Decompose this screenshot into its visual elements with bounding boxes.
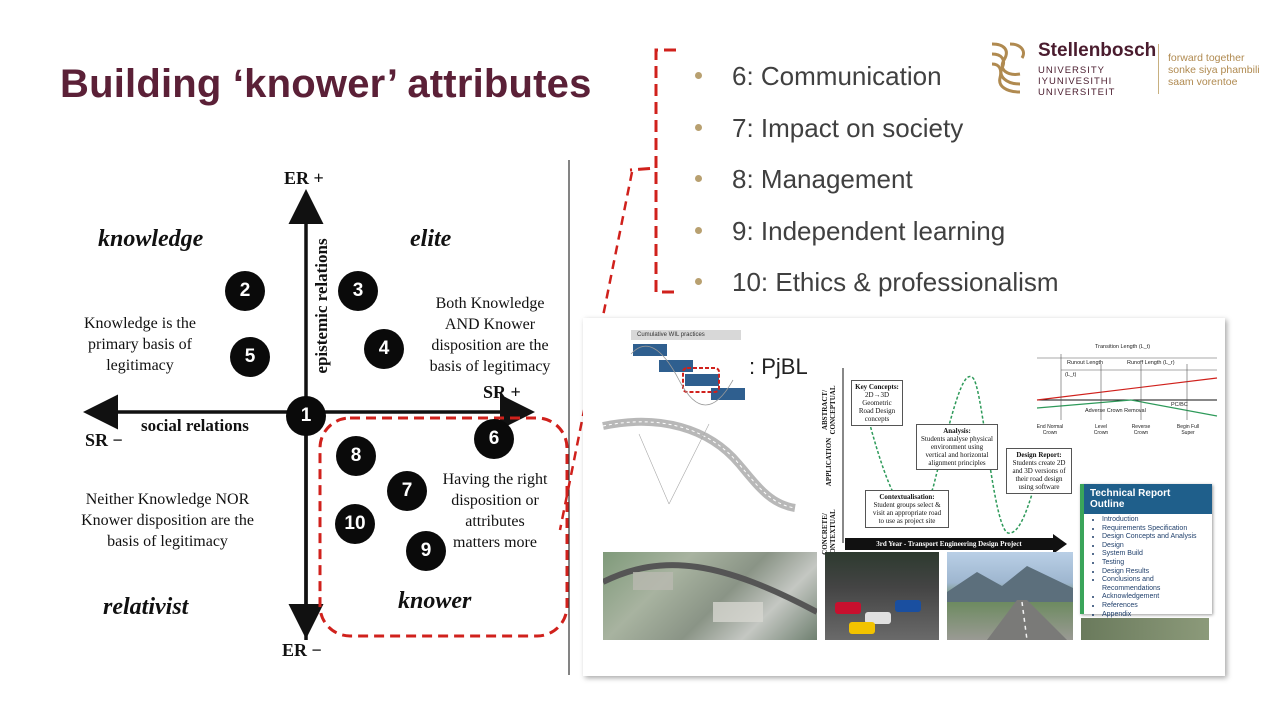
bullet-icon [695, 71, 702, 79]
road-photo [947, 552, 1073, 640]
quadrant-elite: elite [410, 226, 452, 252]
wil-diagram [630, 344, 745, 406]
attribute-circle-1: 1 [286, 396, 326, 436]
pjbl-panel: Cumulative WIL practices : PjBL ABSTRACT… [583, 318, 1225, 676]
logo-divider [1158, 44, 1159, 94]
mountain-road-image [947, 566, 1073, 640]
bullet-icon [695, 123, 702, 131]
logo-tagline: forward together sonke siya phambili saa… [1168, 52, 1260, 88]
attribute-item: 8: Management [695, 164, 913, 195]
attribute-circle-7: 7 [387, 471, 427, 511]
attribute-bracket [629, 48, 676, 294]
transition-diagram: Transition Length (L_t) Runout Length Ru… [1031, 344, 1219, 440]
wil-title: Cumulative WIL practices [631, 330, 741, 340]
stellenbosch-crest-icon [991, 42, 1025, 94]
attribute-circle-9: 9 [406, 531, 446, 571]
report-items: Introduction Requirements Specification … [1084, 514, 1212, 619]
bullet-icon [695, 277, 702, 285]
logo-name: Stellenbosch [1038, 40, 1157, 61]
timeline-bar: 3rd Year - Transport Engineering Design … [845, 538, 1053, 550]
slide-title: Building ‘knower’ attributes [60, 62, 592, 106]
attribute-circle-8: 8 [336, 436, 376, 476]
social-relations-label: social relations [141, 416, 249, 435]
bullet-icon [695, 226, 702, 234]
attribute-circle-4: 4 [364, 329, 404, 369]
project-wave [842, 368, 1044, 543]
er-plus-label: ER + [284, 168, 324, 188]
transition-lines [1036, 354, 1218, 420]
attribute-circle-5: 5 [230, 337, 270, 377]
technical-report-outline: Technical Report Outline Introduction Re… [1080, 484, 1212, 618]
contextualisation-box: Contextualisation: Student groups select… [865, 490, 949, 528]
attribute-item: 6: Communication [695, 61, 942, 92]
logo-subtitle: UNIVERSITY IYUNIVESITHI UNIVERSITEIT [1038, 65, 1116, 98]
knower-highlight-box [318, 416, 569, 638]
pjbl-label: : PjBL [749, 354, 808, 379]
epistemic-relations-label: epistemic relations [312, 238, 331, 374]
quadrant-relativist: relativist [103, 594, 189, 620]
attribute-circle-6: 6 [474, 419, 514, 459]
race-cars-image [835, 600, 921, 634]
quadrant-knowledge: knowledge [98, 226, 204, 252]
aerial-photo [603, 552, 817, 640]
aerial-road-image [603, 562, 817, 622]
attribute-circle-3: 3 [338, 271, 378, 311]
quadrant-knower: knower [398, 588, 472, 614]
attribute-item: 10: Ethics & professionalism [695, 267, 1059, 298]
road-sketch [602, 417, 796, 512]
attribute-circle-2: 2 [225, 271, 265, 311]
attribute-item: 9: Independent learning [695, 216, 1005, 247]
er-minus-label: ER − [282, 640, 322, 660]
attribute-item: 7: Impact on society [695, 113, 963, 144]
timeline-arrow-icon [1053, 534, 1067, 554]
report-title: Technical Report Outline [1084, 484, 1212, 514]
attribute-circle-10: 10 [335, 504, 375, 544]
bullet-icon [695, 174, 702, 182]
race-photo [825, 552, 939, 640]
university-logo: Stellenbosch UNIVERSITY IYUNIVESITHI UNI… [988, 40, 1158, 98]
sr-plus-label: SR + [483, 382, 521, 402]
sr-minus-label: SR − [85, 430, 123, 450]
site-visit-photo [1081, 618, 1209, 640]
